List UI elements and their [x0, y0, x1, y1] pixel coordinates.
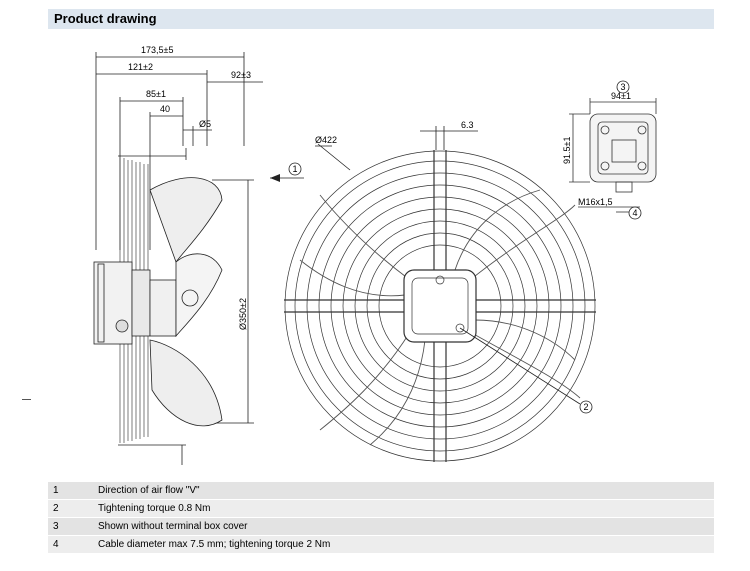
dim-body: 121±2	[128, 62, 153, 72]
dim-hub: 85±1	[146, 89, 166, 99]
callout-4-circle	[628, 206, 642, 220]
dim-overall: 173,5±5	[141, 45, 173, 55]
table-row: 2 Tightening torque 0.8 Nm	[48, 499, 714, 518]
note-number: 2	[48, 499, 93, 518]
dim-diameter: Ø350±2	[238, 298, 248, 330]
note-text: Direction of air flow "V"	[93, 482, 714, 500]
dim-guard-diameter: Ø422	[315, 135, 337, 145]
note-text: Cable diameter max 7.5 mm; tightening to…	[93, 535, 714, 554]
section-header: Product drawing	[48, 9, 714, 29]
note-text: Shown without terminal box cover	[93, 517, 714, 536]
airflow-arrow	[270, 174, 304, 182]
note-number: 1	[48, 482, 93, 500]
callout-1-circle	[288, 162, 302, 176]
margin-mark	[22, 399, 31, 400]
cable-gland-label: M16x1,5	[578, 197, 613, 207]
note-number: 4	[48, 535, 93, 554]
callout-1: 1	[293, 164, 298, 174]
notes-table: 1 Direction of air flow "V" 2 Tightening…	[48, 482, 714, 554]
dim-box-height: 91.5±1	[562, 137, 572, 164]
technical-drawing: 173,5±5 121±2 92±3 85±1 40 Ø5 Ø350±2 1	[93, 45, 657, 465]
table-row: 4 Cable diameter max 7.5 mm; tightening …	[48, 535, 714, 554]
terminal-box	[569, 98, 657, 213]
dim-slot: 6.3	[461, 120, 474, 130]
dim-extension: 92±3	[231, 70, 251, 80]
section-title: Product drawing	[54, 11, 157, 26]
callout-3-circle	[616, 80, 630, 94]
callout-2-circle	[579, 400, 593, 414]
side-view	[93, 52, 263, 465]
table-row: 3 Shown without terminal box cover	[48, 517, 714, 536]
callout-4: 4	[633, 208, 638, 218]
dim-box-width: 94±1	[611, 91, 631, 101]
front-dims	[315, 126, 581, 405]
dim-5: Ø5	[199, 119, 211, 129]
note-number: 3	[48, 517, 93, 536]
callout-2: 2	[584, 402, 589, 412]
callout-3: 3	[621, 82, 626, 92]
note-text: Tightening torque 0.8 Nm	[93, 499, 714, 518]
dim-40: 40	[160, 104, 170, 114]
front-view	[284, 150, 596, 462]
table-row: 1 Direction of air flow "V"	[48, 482, 714, 500]
